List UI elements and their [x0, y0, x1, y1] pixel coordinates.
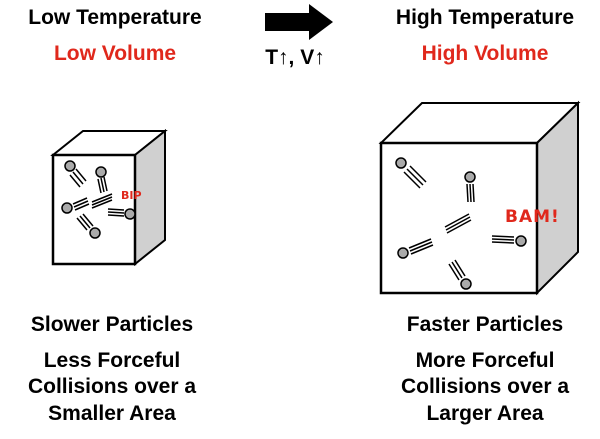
right-subtitle: High Volume — [421, 42, 549, 65]
right-caption-2-line: Collisions over a — [400, 375, 570, 399]
left-caption-2-line: Smaller Area — [48, 401, 176, 425]
left-title: Low Temperature — [28, 6, 202, 29]
impact-bip: BIP — [121, 189, 142, 202]
particle — [444, 213, 472, 234]
particle — [395, 157, 427, 189]
particle — [76, 213, 101, 239]
particle — [491, 235, 527, 247]
right-caption-1: Faster Particles — [406, 313, 564, 336]
impact-bam: BAM! — [505, 207, 560, 227]
right-arrow-icon — [265, 4, 333, 40]
right-title: High Temperature — [395, 6, 575, 29]
right-caption-2-line: More Forceful — [415, 349, 555, 372]
left-subtitle: Low Volume — [53, 42, 177, 65]
large-cube-particles — [395, 157, 527, 290]
left-caption-1: Slower Particles — [30, 313, 194, 336]
left-caption-2-line: Collisions over a — [27, 375, 197, 399]
right-caption-2: More Forceful Collisions over a Larger A… — [370, 348, 600, 427]
right-caption-2-line: Larger Area — [426, 401, 544, 425]
left-caption-2: Less Forceful Collisions over a Smaller … — [0, 348, 224, 427]
particle — [107, 208, 136, 220]
particle — [448, 259, 472, 290]
arrow-label: T↑, V↑ — [265, 46, 325, 69]
large-cube — [378, 100, 581, 296]
particle — [464, 171, 476, 203]
large-cube-front — [379, 141, 539, 295]
small-cube-particles — [61, 160, 136, 239]
particle — [397, 238, 434, 259]
small-cube — [50, 128, 168, 267]
particle — [64, 160, 87, 188]
particle — [95, 166, 108, 194]
left-caption-2-line: Less Forceful — [43, 349, 181, 372]
particle — [91, 193, 113, 209]
particle — [61, 197, 90, 214]
